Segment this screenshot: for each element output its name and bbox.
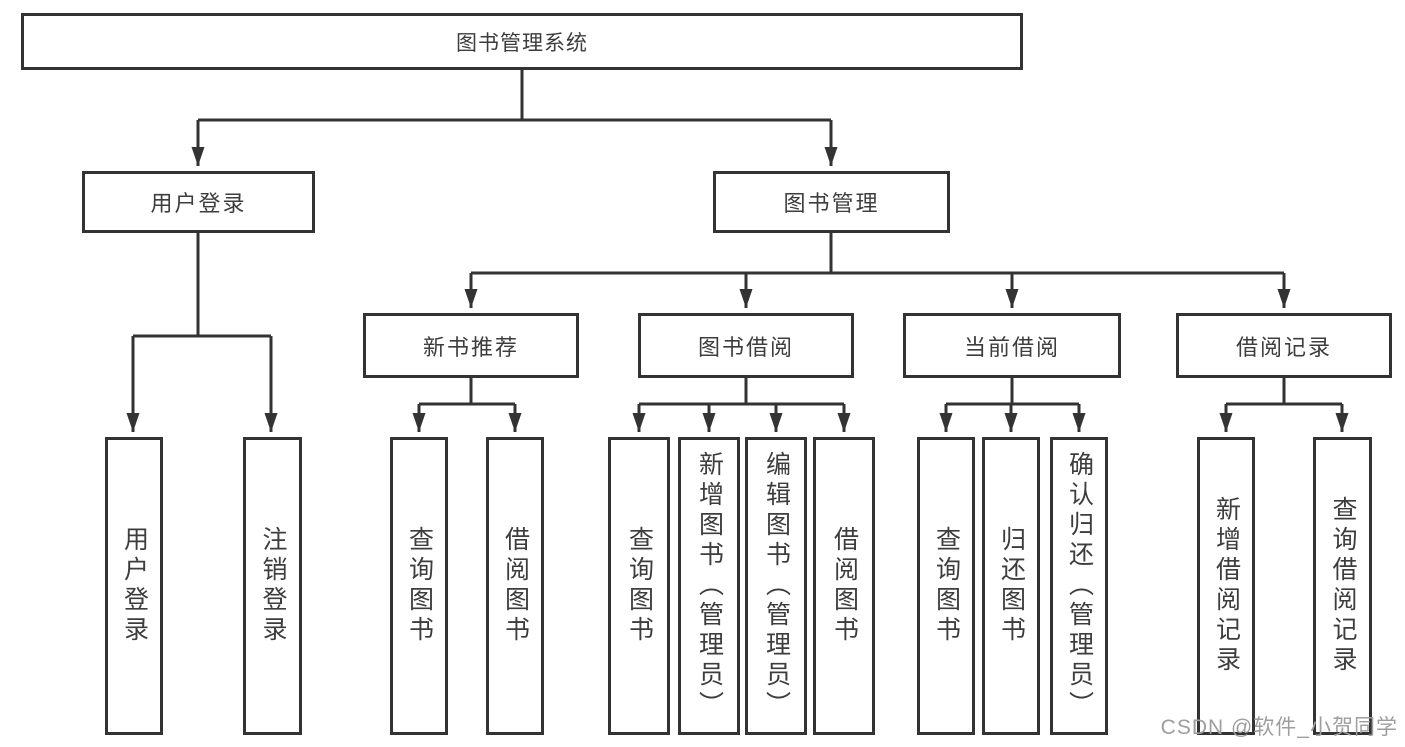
node-book-management: 图书管理 <box>713 171 950 233</box>
connector-borrow-records <box>1219 378 1349 432</box>
node-label: 借阅图书 <box>830 526 859 646</box>
node-label: 借阅记录 <box>1235 334 1332 360</box>
node-label: 新增图书（管理员） <box>695 451 724 721</box>
leaf-query-books-3: 查询图书 <box>917 437 975 735</box>
leaf-query-books-1: 查询图书 <box>390 437 448 735</box>
node-label: 借阅图书 <box>501 526 530 646</box>
node-label: 当前借阅 <box>963 334 1060 360</box>
node-label: 查询图书 <box>625 526 654 646</box>
node-label: 编辑图书（管理员） <box>762 451 791 721</box>
connector-book-borrow <box>632 378 851 432</box>
leaf-user-login: 用户登录 <box>105 437 163 735</box>
leaf-edit-books-admin: 编辑图书（管理员） <box>745 437 807 735</box>
node-label: 图书管理 <box>783 191 880 216</box>
node-system-root: 图书管理系统 <box>21 13 1023 70</box>
connector-root <box>191 70 838 166</box>
csdn-watermark: CSDN @软件_小贺同学 <box>1160 716 1398 739</box>
leaf-logout: 注销登录 <box>243 437 302 735</box>
node-label: 图书借阅 <box>697 334 794 360</box>
leaf-borrow-books-1: 借阅图书 <box>486 437 544 735</box>
node-label: 新增借阅记录 <box>1212 496 1241 676</box>
node-book-borrow: 图书借阅 <box>638 313 854 378</box>
node-label: 图书管理系统 <box>456 31 588 55</box>
connector-current-borrow <box>939 378 1086 432</box>
leaf-query-books-2: 查询图书 <box>608 437 670 735</box>
node-new-book-recommend: 新书推荐 <box>363 313 579 378</box>
connector-new-book-recommend <box>412 378 522 432</box>
leaf-add-books-admin: 新增图书（管理员） <box>678 437 740 735</box>
connector-book-management <box>464 233 1291 308</box>
node-label: 查询图书 <box>405 526 434 646</box>
node-label: 查询图书 <box>932 526 961 646</box>
leaf-query-borrow-record: 查询借阅记录 <box>1313 437 1372 735</box>
node-label: 新书推荐 <box>422 334 519 360</box>
leaf-borrow-books-2: 借阅图书 <box>813 437 875 735</box>
leaf-add-borrow-record: 新增借阅记录 <box>1197 437 1255 735</box>
node-current-borrow: 当前借阅 <box>903 313 1121 378</box>
node-label: 确认归还（管理员） <box>1065 451 1094 721</box>
leaf-confirm-return-admin: 确认归还（管理员） <box>1050 437 1108 735</box>
node-label: 查询借阅记录 <box>1329 496 1357 676</box>
node-user-login: 用户登录 <box>82 171 315 233</box>
node-label: 归还图书 <box>997 526 1026 646</box>
connector-user-login <box>126 233 278 432</box>
node-label: 用户登录 <box>120 526 149 646</box>
node-label: 注销登录 <box>259 526 287 646</box>
node-label: 用户登录 <box>150 191 247 216</box>
leaf-return-books: 归还图书 <box>982 437 1040 735</box>
node-borrow-records: 借阅记录 <box>1176 313 1392 378</box>
